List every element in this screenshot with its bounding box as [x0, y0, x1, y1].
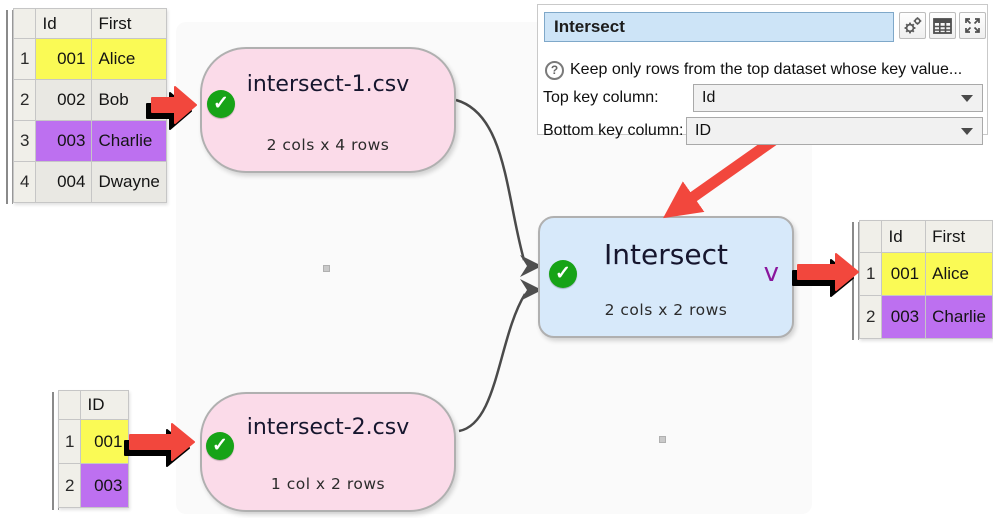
- table-row: 2 003: [57, 463, 130, 508]
- column-header[interactable]: First: [91, 8, 167, 39]
- expand-icon: [965, 18, 980, 33]
- column-header[interactable]: Id: [881, 220, 927, 253]
- row-number[interactable]: 2: [12, 79, 37, 121]
- node-title: Intersect: [604, 238, 728, 271]
- top-input-table: Id First 1 001 Alice 2 002 Bob 3 003 Cha…: [12, 8, 167, 203]
- status-ok-icon: ✓: [549, 260, 577, 288]
- transform-settings-panel: Intersect: [537, 4, 988, 145]
- bottom-key-column-select[interactable]: ID: [686, 117, 983, 145]
- cell[interactable]: 004: [35, 161, 93, 203]
- node-size-label: 1 col x 2 rows: [270, 475, 386, 493]
- cell[interactable]: Charlie: [925, 295, 993, 339]
- canvas-grid-dot: [659, 436, 666, 443]
- cell[interactable]: 003: [35, 120, 93, 162]
- selected-value: Id: [702, 89, 716, 106]
- corner-cell: [57, 390, 82, 420]
- cell[interactable]: 002: [35, 79, 93, 121]
- table-row: 1 001 Alice: [858, 252, 993, 296]
- cell[interactable]: 003: [80, 463, 130, 508]
- status-ok-icon: ✓: [207, 90, 235, 118]
- row-number[interactable]: 2: [858, 295, 883, 339]
- maximize-button[interactable]: [959, 12, 986, 39]
- top-key-column-select[interactable]: Id: [693, 84, 983, 112]
- table-icon: [933, 17, 952, 34]
- status-ok-icon: ✓: [206, 432, 234, 460]
- scrollbar-strip: [852, 222, 859, 340]
- node-intersect-transform[interactable]: Intersect ✓ v 2 cols x 2 rows: [538, 216, 794, 338]
- annotation-arrow-right: [129, 423, 195, 461]
- cell[interactable]: Alice: [925, 252, 993, 296]
- settings-button[interactable]: [899, 12, 926, 39]
- column-header[interactable]: ID: [80, 390, 130, 420]
- bottom-input-table: ID 1 001 2 003: [57, 390, 130, 508]
- cell[interactable]: 003: [881, 295, 927, 339]
- table-header-row: Id First: [12, 8, 167, 39]
- transform-name-field[interactable]: Intersect: [544, 12, 894, 42]
- corner-cell: [12, 8, 37, 39]
- annotation-arrow-right: [151, 86, 197, 124]
- help-icon[interactable]: ?: [545, 61, 564, 80]
- row-number[interactable]: 1: [57, 419, 82, 464]
- node-size-label: 2 cols x 2 rows: [604, 301, 728, 319]
- table-row: 4 004 Dwayne: [12, 161, 167, 203]
- cell[interactable]: 001: [80, 419, 130, 464]
- node-title: intersect-1.csv: [246, 72, 410, 97]
- selected-value: ID: [695, 122, 711, 139]
- node-size-label: 2 cols x 4 rows: [266, 136, 390, 154]
- cell[interactable]: 001: [881, 252, 927, 296]
- bottom-key-column-label: Bottom key column:: [543, 122, 684, 139]
- table-row: 1 001 Alice: [12, 38, 167, 80]
- cell[interactable]: Dwayne: [91, 161, 167, 203]
- chevron-down-icon: [961, 128, 973, 135]
- node-intersect-1-csv[interactable]: intersect-1.csv ✓ 2 cols x 4 rows: [200, 47, 456, 173]
- row-number[interactable]: 2: [57, 463, 82, 508]
- column-header[interactable]: Id: [35, 8, 93, 39]
- annotation-arrow-right: [797, 253, 859, 291]
- top-key-column-label: Top key column:: [543, 89, 659, 106]
- table-row: 1 001: [57, 419, 130, 464]
- node-intersect-2-csv[interactable]: intersect-2.csv ✓ 1 col x 2 rows: [200, 392, 456, 512]
- table-row: 2 002 Bob: [12, 79, 167, 121]
- expand-chevron[interactable]: v: [763, 258, 779, 288]
- scrollbar-strip: [6, 10, 13, 204]
- gear-icon: [904, 17, 922, 34]
- row-number[interactable]: 1: [858, 252, 883, 296]
- table-header-row: ID: [57, 390, 130, 420]
- column-header[interactable]: First: [925, 220, 993, 253]
- cell[interactable]: Charlie: [91, 120, 167, 162]
- table-view-button[interactable]: [929, 12, 956, 39]
- transform-description: Keep only rows from the top dataset whos…: [570, 61, 963, 78]
- node-title: intersect-2.csv: [246, 415, 410, 440]
- chevron-down-icon: [961, 95, 973, 102]
- table-row: 3 003 Charlie: [12, 120, 167, 162]
- table-row: 2 003 Charlie: [858, 295, 993, 339]
- cell[interactable]: 001: [35, 38, 93, 80]
- row-number[interactable]: 3: [12, 120, 37, 162]
- corner-cell: [858, 220, 883, 253]
- cell[interactable]: Alice: [91, 38, 167, 80]
- row-number[interactable]: 1: [12, 38, 37, 80]
- row-number[interactable]: 4: [12, 161, 37, 203]
- canvas-grid-dot: [323, 265, 330, 272]
- table-header-row: Id First: [858, 220, 993, 253]
- output-table: Id First 1 001 Alice 2 003 Charlie: [858, 220, 993, 339]
